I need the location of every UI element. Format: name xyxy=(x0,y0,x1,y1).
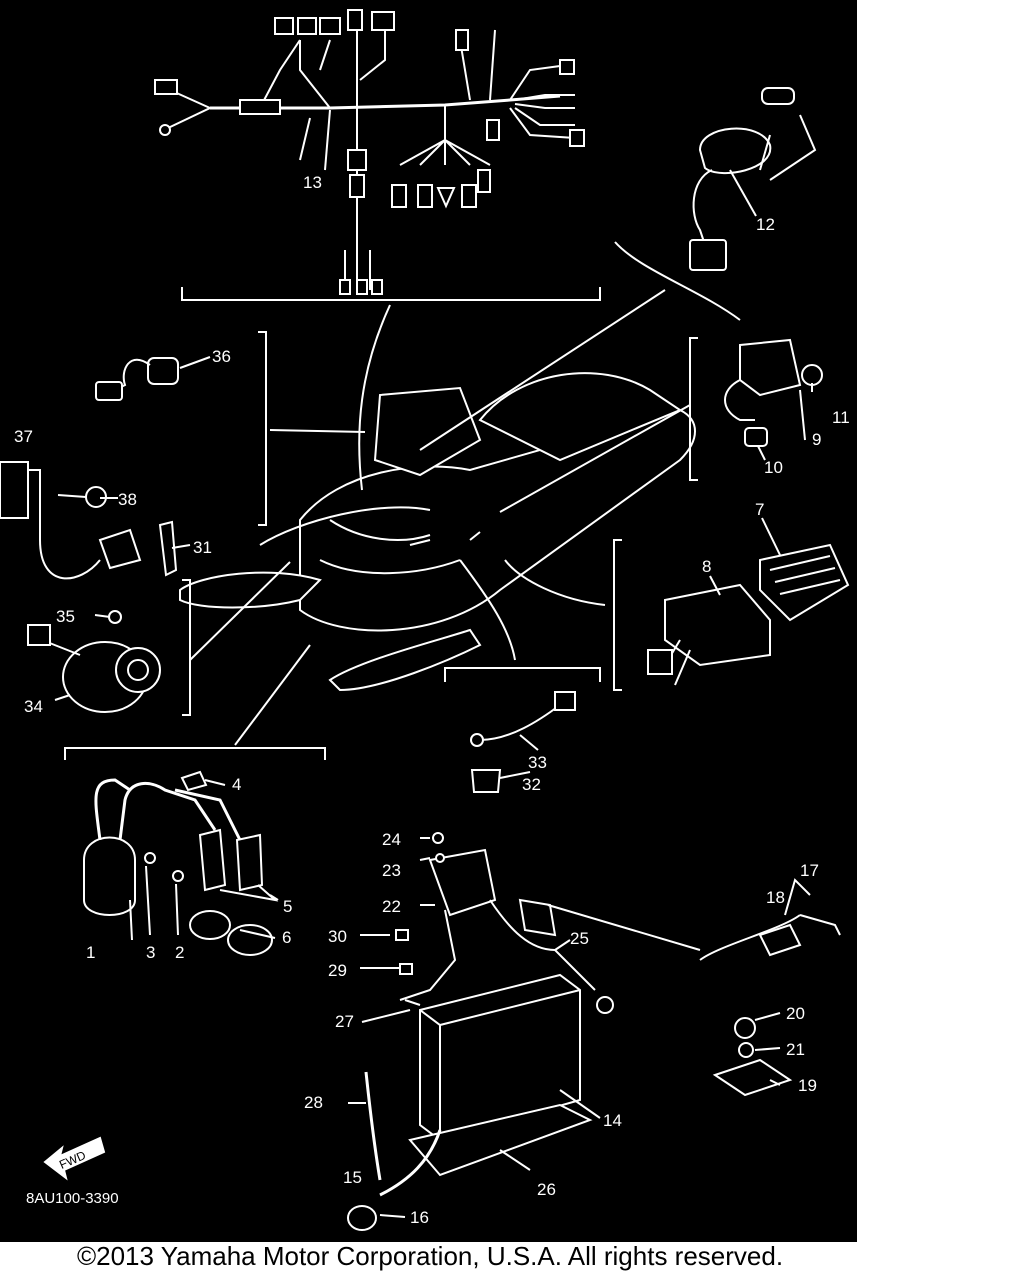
callout-38: 38 xyxy=(118,490,137,509)
callout-18: 18 xyxy=(766,888,785,907)
callout-10: 10 xyxy=(764,458,783,477)
bracket-right-lower xyxy=(613,539,622,691)
switch-bracket xyxy=(614,241,741,321)
callout-16: 16 xyxy=(410,1208,429,1227)
callout-3: 3 xyxy=(146,943,155,962)
bracket-ignition xyxy=(64,747,326,760)
part-9 xyxy=(724,338,823,447)
callout-11: 11 xyxy=(832,408,850,427)
callout-35: 35 xyxy=(56,607,75,626)
callout-21: 21 xyxy=(786,1040,805,1059)
callout-4: 4 xyxy=(232,775,241,794)
part-31 xyxy=(158,520,178,577)
callout-30: 30 xyxy=(328,927,347,946)
callout-24: 24 xyxy=(382,830,401,849)
regulator-7 xyxy=(759,543,850,622)
callout-29: 29 xyxy=(328,961,347,980)
callout-36: 36 xyxy=(212,347,231,366)
snowmobile-body xyxy=(179,372,696,692)
harness-bracket xyxy=(181,287,601,301)
panel-code: 8AU100-3390 xyxy=(26,1190,119,1207)
bracket-left-upper xyxy=(258,331,267,526)
part-33 xyxy=(470,691,576,747)
callout-15: 15 xyxy=(343,1168,362,1187)
parts-17-18 xyxy=(547,878,841,961)
callout-31: 31 xyxy=(193,538,212,557)
callout-1: 1 xyxy=(86,943,95,962)
cdi-unit-8 xyxy=(647,583,771,686)
bracket-pressure xyxy=(444,667,601,682)
parts-19-21 xyxy=(712,1017,793,1097)
callout-34: 34 xyxy=(24,697,43,716)
callout-32: 32 xyxy=(522,775,541,794)
callout-12: 12 xyxy=(756,215,775,234)
wire-harness xyxy=(154,9,585,295)
callout-25: 25 xyxy=(570,929,589,948)
bracket-left-lower xyxy=(182,579,191,716)
pointer-arrows xyxy=(189,289,691,746)
copyright-notice: ©2013 Yamaha Motor Corporation, U.S.A. A… xyxy=(76,1241,784,1271)
callout-7: 7 xyxy=(755,500,764,519)
switch-36 xyxy=(95,357,179,401)
callout-22: 22 xyxy=(382,897,401,916)
bracket-right-upper xyxy=(689,337,698,481)
starter-relay-34 xyxy=(27,610,161,713)
callout-20: 20 xyxy=(786,1004,805,1023)
callout-37: 37 xyxy=(14,427,33,446)
callout-26: 26 xyxy=(537,1180,556,1199)
ignition-coil-group xyxy=(83,770,279,956)
part-32 xyxy=(470,769,502,793)
callout-labels: 1 2 3 4 5 6 7 8 9 10 11 12 13 14 15 16 1… xyxy=(14,173,850,1227)
callout-13: 13 xyxy=(303,173,322,192)
callout-6: 6 xyxy=(282,928,291,947)
callout-28: 28 xyxy=(304,1093,323,1112)
callout-23: 23 xyxy=(382,861,401,880)
callout-5: 5 xyxy=(283,897,292,916)
callout-27: 27 xyxy=(335,1012,354,1031)
part-37 xyxy=(0,461,142,580)
callout-2: 2 xyxy=(175,943,184,962)
battery-group xyxy=(347,832,614,1231)
callout-33: 33 xyxy=(528,753,547,772)
callout-8: 8 xyxy=(702,557,711,576)
callout-17: 17 xyxy=(800,861,819,880)
callout-9: 9 xyxy=(812,430,821,449)
callout-14: 14 xyxy=(603,1111,622,1130)
leader-lines xyxy=(54,109,813,1218)
main-switch xyxy=(689,87,817,271)
callout-19: 19 xyxy=(798,1076,817,1095)
